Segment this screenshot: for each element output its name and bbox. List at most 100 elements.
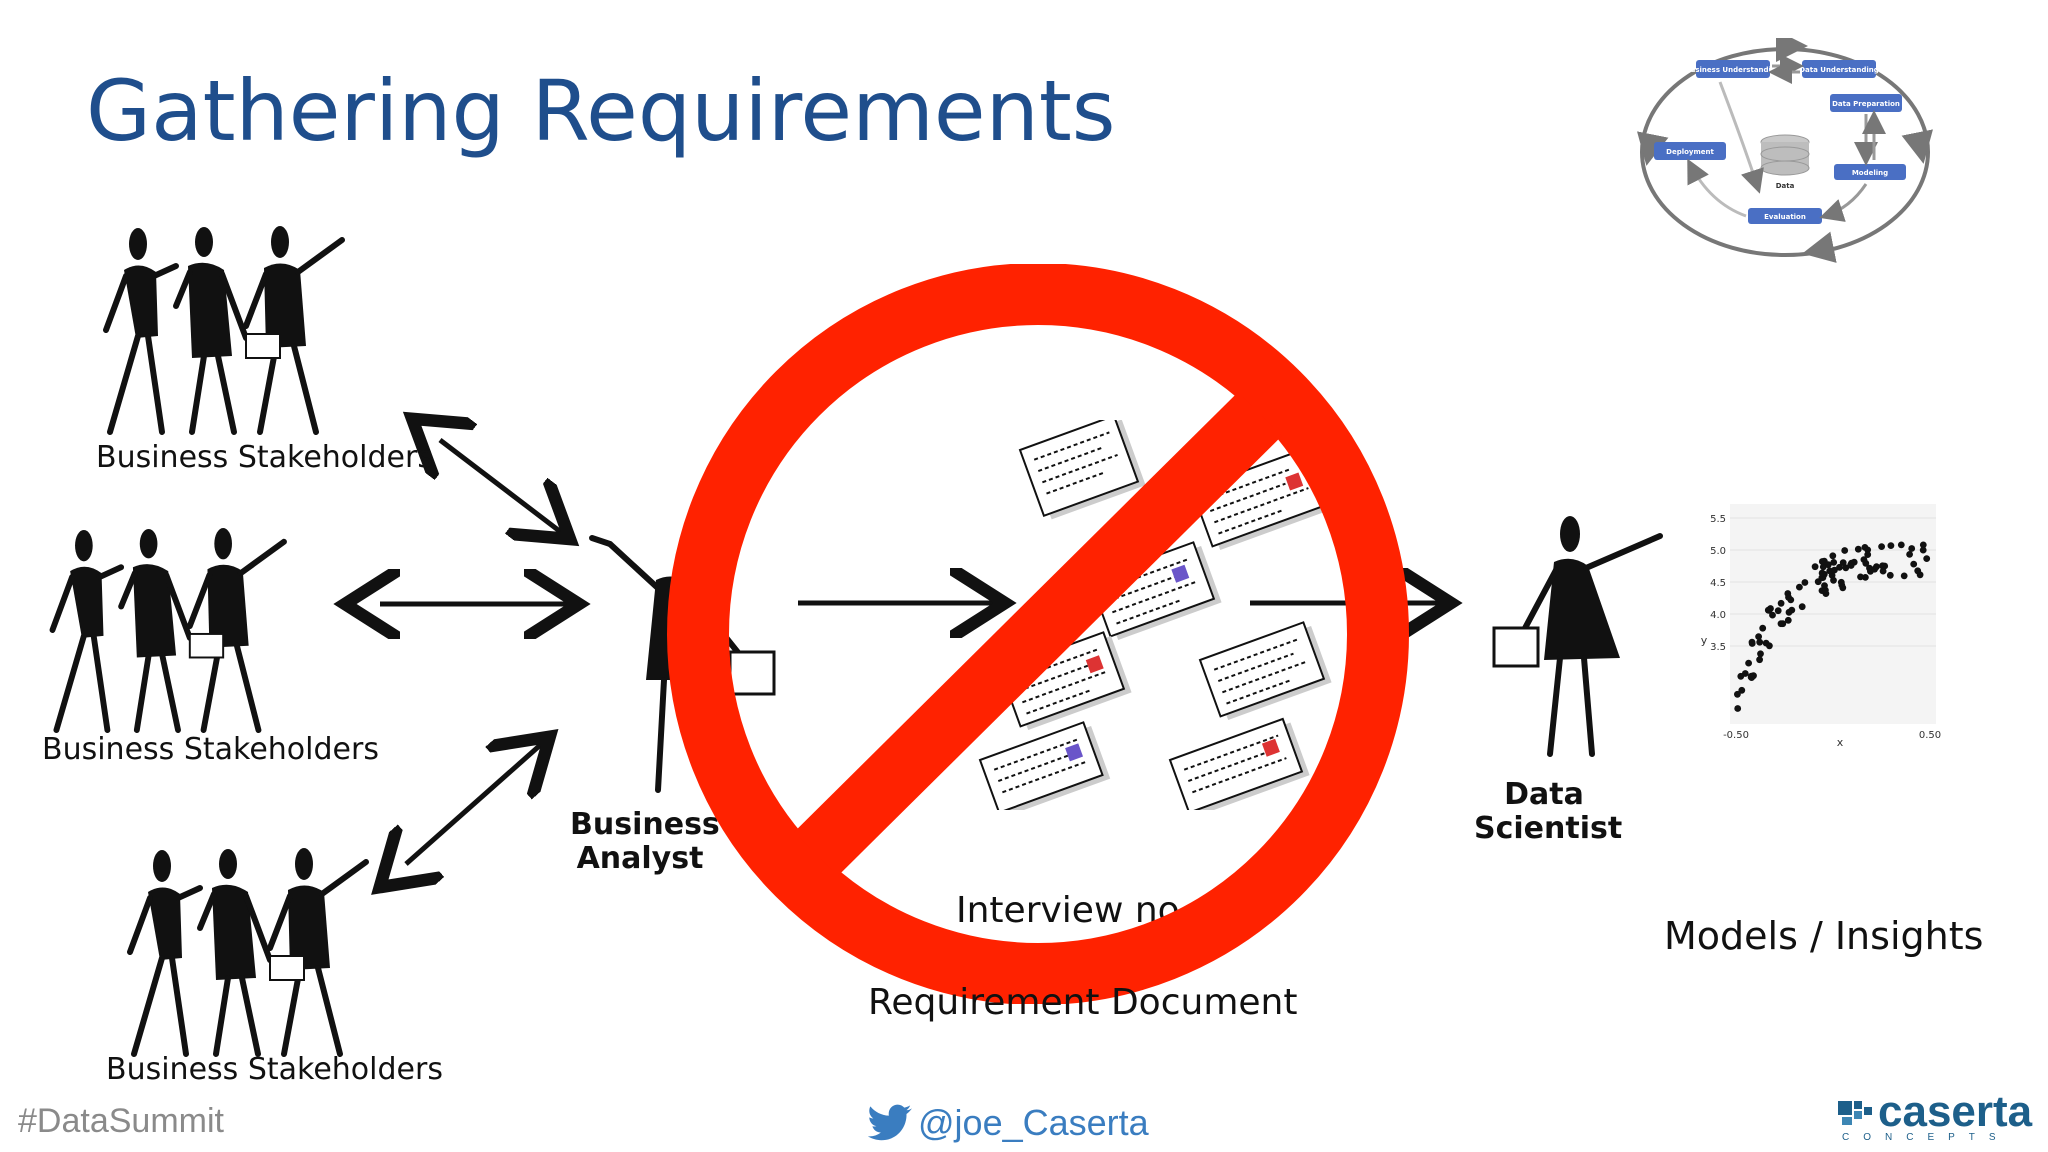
- data-scientist-label-line1: Data: [1504, 777, 1584, 812]
- scatter-point: [1887, 542, 1895, 549]
- caserta-logo-subtext: CONCEPTS: [1842, 1132, 2010, 1143]
- scatter-point: [1777, 620, 1785, 628]
- requirement-document-label: Requirement Document: [868, 982, 1298, 1023]
- scatter-point: [1748, 640, 1756, 647]
- scatter-point: [1873, 563, 1880, 571]
- scatter-point: [1757, 650, 1764, 658]
- arrow-stakeholders-1-analyst: [440, 440, 566, 536]
- scatter-point: [1822, 590, 1830, 597]
- stakeholders-label-1: Business Stakeholders: [96, 440, 433, 475]
- scatter-point: [1738, 686, 1746, 694]
- scatter-y-label: y: [1701, 634, 1708, 647]
- stakeholder-group-2-figures: [49, 528, 287, 734]
- scatter-point: [1919, 541, 1927, 549]
- scatter-point: [1886, 571, 1894, 579]
- svg-text:Data Understanding: Data Understanding: [1799, 66, 1879, 74]
- hashtag-label: #DataSummit: [18, 1102, 224, 1140]
- scatter-y-tick: 4.0: [1710, 610, 1726, 621]
- scatter-point: [1857, 573, 1864, 581]
- scatter-point: [1734, 705, 1742, 712]
- scatter-x-label: x: [1837, 736, 1844, 749]
- interview-notes-label: Interview no: [956, 890, 1180, 931]
- caserta-logo-text: caserta: [1878, 1087, 2033, 1136]
- scatter-point: [1836, 563, 1843, 571]
- database-icon: Data: [1760, 134, 1810, 190]
- scatter-point: [1860, 556, 1868, 563]
- scatter-point: [1785, 608, 1793, 616]
- stakeholder-group-1-figures: [103, 226, 345, 435]
- stakeholder-group-3-figures: [127, 848, 369, 1057]
- scatter-point: [1878, 543, 1885, 550]
- svg-text:Business Understanding: Business Understanding: [1685, 66, 1781, 74]
- svg-text:Evaluation: Evaluation: [1764, 213, 1806, 221]
- business-analyst-label: Business Analyst: [570, 807, 720, 876]
- stakeholders-label-2: Business Stakeholders: [42, 732, 379, 767]
- crisp-box-modeling: Modeling: [1834, 164, 1906, 180]
- scatter-point: [1919, 546, 1927, 554]
- crisp-box-data-understanding: Data Understanding: [1799, 60, 1879, 78]
- arrow-stakeholders-3-analyst: [406, 740, 546, 864]
- caserta-logo: caserta CONCEPTS: [1838, 1087, 2034, 1143]
- crisp-box-business-understanding: Business Understanding: [1685, 60, 1781, 78]
- scatter-point: [1769, 611, 1776, 619]
- scatter-point: [1785, 593, 1792, 601]
- interview-notes-documents: [978, 420, 1333, 810]
- scatter-point: [1745, 659, 1752, 667]
- twitter-handle-text: @joe_Caserta: [918, 1102, 1149, 1143]
- scatter-point: [1798, 603, 1806, 611]
- svg-text:Data: Data: [1776, 182, 1795, 190]
- scatter-point: [1864, 551, 1872, 558]
- crisp-box-evaluation: Evaluation: [1748, 208, 1822, 224]
- scatter-point: [1755, 633, 1762, 640]
- scatter-point: [1774, 607, 1782, 615]
- scatter-y-tick: 3.5: [1710, 642, 1726, 653]
- scatter-point: [1759, 624, 1767, 632]
- crisp-dm-diagram: Business Understanding Data Understandin…: [1637, 38, 1933, 263]
- business-analyst-label-line1: Business: [570, 807, 720, 842]
- scatter-y-tick: 4.5: [1710, 578, 1726, 589]
- scatter-x-tick: -0.50: [1723, 730, 1749, 741]
- scatter-point: [1923, 555, 1931, 562]
- scatter-point: [1864, 546, 1872, 554]
- slide-title: Gathering Requirements: [86, 62, 1116, 160]
- scatter-point: [1841, 547, 1849, 554]
- scatter-point: [1830, 559, 1838, 566]
- scatter-point: [1734, 690, 1741, 698]
- scatter-point: [1906, 551, 1913, 558]
- scatter-point: [1879, 562, 1886, 570]
- scatter-point: [1777, 599, 1785, 607]
- twitter-bird-icon: [868, 1104, 912, 1141]
- data-scientist-label-line2: Scientist: [1474, 811, 1623, 846]
- scatter-point: [1914, 567, 1922, 575]
- scatter-point: [1747, 673, 1755, 681]
- scatter-point: [1847, 562, 1855, 569]
- caserta-logo-mark-icon: [1838, 1101, 1872, 1125]
- scatter-point: [1737, 672, 1745, 680]
- scatter-point: [1879, 567, 1887, 575]
- scatter-point: [1831, 566, 1838, 574]
- scatter-point: [1796, 583, 1803, 591]
- data-scientist-figure: [1492, 516, 1663, 757]
- scatter-y-tick: 5.5: [1710, 514, 1726, 525]
- scatter-point: [1818, 558, 1826, 565]
- scatter-point: [1821, 582, 1828, 589]
- crisp-box-deployment: Deployment: [1654, 142, 1726, 160]
- svg-text:Modeling: Modeling: [1852, 169, 1888, 177]
- scatter-point: [1910, 560, 1918, 568]
- scatter-point: [1908, 545, 1916, 552]
- data-scientist-label: Data Scientist: [1474, 777, 1623, 846]
- stakeholders-label-3: Business Stakeholders: [106, 1052, 443, 1087]
- twitter-handle[interactable]: @joe_Caserta: [868, 1102, 1149, 1144]
- scatter-point: [1829, 552, 1837, 560]
- scatter-point: [1830, 576, 1837, 584]
- crisp-box-data-preparation: Data Preparation: [1830, 94, 1902, 112]
- scatter-point: [1839, 559, 1847, 566]
- business-analyst-label-line2: Analyst: [576, 841, 704, 876]
- svg-text:Data Preparation: Data Preparation: [1832, 100, 1900, 108]
- scatter-point: [1818, 569, 1826, 577]
- prohibition-sign-icon: [667, 264, 1409, 1004]
- scatter-point: [1811, 563, 1819, 571]
